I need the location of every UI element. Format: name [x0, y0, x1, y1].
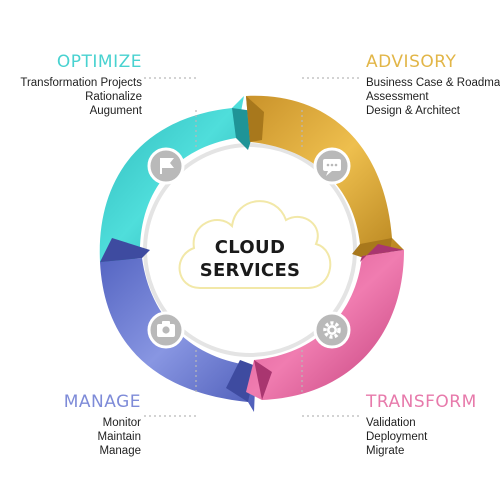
manage-title: MANAGE — [63, 392, 141, 412]
camera-icon — [147, 311, 185, 349]
optimize-item: Augument — [89, 105, 142, 117]
manage-item: Manage — [99, 445, 141, 457]
advisory-label-block: ADVISORY Business Case & Roadmap Assessm… — [366, 52, 500, 118]
transform-item: Validation — [366, 417, 416, 429]
center-title-line2: SERVICES — [199, 260, 301, 281]
center-title: CLOUD SERVICES — [180, 236, 320, 282]
optimize-item: Rationalize — [85, 91, 142, 103]
manage-item: Maintain — [97, 431, 141, 443]
transform-segment — [246, 244, 404, 400]
optimize-item: Transformation Projects — [20, 77, 142, 89]
transform-label-block: TRANSFORM Validation Deployment Migrate — [366, 392, 500, 458]
cloud-icon — [178, 200, 332, 289]
advisory-item: Assessment — [366, 91, 429, 103]
center-title-line1: CLOUD — [214, 237, 286, 258]
manage-item: Monitor — [102, 417, 141, 429]
gear-icon — [313, 311, 351, 349]
transform-title: TRANSFORM — [366, 392, 477, 412]
transform-item: Migrate — [366, 445, 405, 457]
manage-label-block: MANAGE Monitor Maintain Manage — [40, 392, 141, 458]
advisory-title: ADVISORY — [366, 52, 457, 72]
advisory-item: Business Case & Roadmap — [366, 77, 500, 89]
optimize-label-block: OPTIMIZE Transformation Projects Rationa… — [4, 52, 142, 118]
transform-item: Deployment — [366, 431, 428, 443]
chat-icon — [313, 147, 351, 185]
connector-lines — [144, 77, 362, 417]
optimize-title: OPTIMIZE — [56, 52, 142, 72]
flag-icon — [147, 147, 185, 185]
advisory-item: Design & Architect — [366, 105, 460, 117]
